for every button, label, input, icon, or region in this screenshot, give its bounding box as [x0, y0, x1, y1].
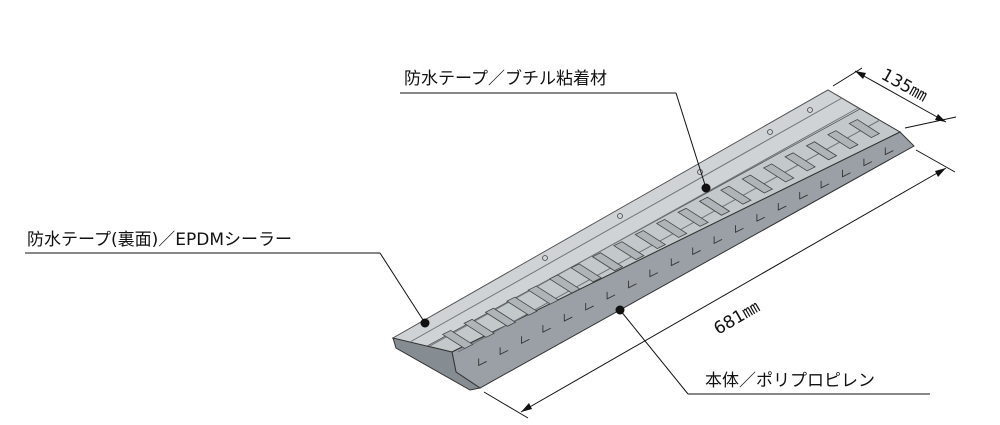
label-tape-butyl: 防水テープ／ブチル粘着材 [404, 68, 607, 89]
rib [463, 318, 495, 338]
notch [863, 158, 873, 167]
notch [842, 169, 851, 178]
fastener-hole [807, 107, 813, 113]
notch [777, 203, 787, 211]
leader-dot [701, 183, 711, 193]
extension-line [832, 67, 863, 87]
label-body: 本体／ポリプロピレン [705, 371, 875, 391]
product-body [391, 89, 915, 391]
extension-line [915, 149, 956, 173]
notch [585, 302, 594, 311]
rib [506, 296, 538, 316]
dimension-line [520, 167, 947, 413]
leader-dot [615, 305, 625, 315]
groove-line [409, 97, 843, 343]
notch [628, 280, 637, 289]
notch [884, 147, 894, 156]
rib [698, 196, 731, 216]
arrowhead [935, 168, 946, 177]
notch [606, 291, 616, 300]
rib [762, 163, 795, 183]
product-end-cap [392, 337, 482, 391]
rib [741, 174, 774, 194]
rib [613, 241, 645, 261]
leader-dot [420, 318, 430, 328]
extension-line [904, 116, 957, 129]
leader-line [675, 92, 707, 189]
notch [563, 314, 573, 322]
notch [820, 180, 830, 189]
arrowhead [521, 403, 532, 412]
leader-butyl [400, 92, 711, 193]
rib-group [441, 119, 881, 349]
leader-line [619, 309, 689, 395]
rib [570, 263, 602, 283]
notch [499, 347, 509, 356]
notch [756, 214, 766, 222]
length-label: 681㎜ [711, 297, 764, 339]
rib [827, 130, 859, 150]
notch [799, 191, 808, 200]
rib [677, 207, 709, 227]
hole-group [542, 107, 813, 261]
rib [634, 230, 667, 250]
width-label: 135㎜ [878, 65, 931, 106]
notch [542, 325, 552, 333]
product-front-face [451, 131, 915, 389]
rib [591, 252, 624, 272]
arrowhead [935, 114, 946, 122]
extension-line [483, 391, 529, 419]
rib [484, 307, 517, 327]
width-dimension [832, 67, 957, 129]
notch [735, 225, 744, 233]
leader-body [615, 305, 930, 395]
groove-line [457, 119, 881, 353]
leader-line [379, 252, 426, 324]
rib [784, 152, 816, 172]
notch [649, 269, 659, 278]
arrowhead [855, 71, 866, 79]
notch [478, 358, 487, 367]
fastener-hole [617, 213, 623, 219]
fastener-hole [542, 255, 548, 261]
notch-group [478, 147, 894, 367]
notch [670, 258, 680, 267]
notch [713, 236, 723, 245]
rib [527, 285, 560, 305]
leader-back [25, 252, 430, 328]
notch [521, 336, 530, 344]
rib [720, 185, 752, 205]
groove-line [429, 107, 859, 347]
rib [848, 119, 881, 139]
rib [548, 274, 581, 294]
rib [805, 141, 838, 161]
rib [655, 218, 688, 238]
rib [441, 329, 474, 349]
label-tape-back: 防水テープ(裏面)／EPDMシーラー [27, 229, 292, 250]
fastener-hole [767, 129, 773, 135]
dimension-line [854, 70, 947, 123]
length-dimension [483, 149, 956, 419]
notch [692, 247, 701, 256]
